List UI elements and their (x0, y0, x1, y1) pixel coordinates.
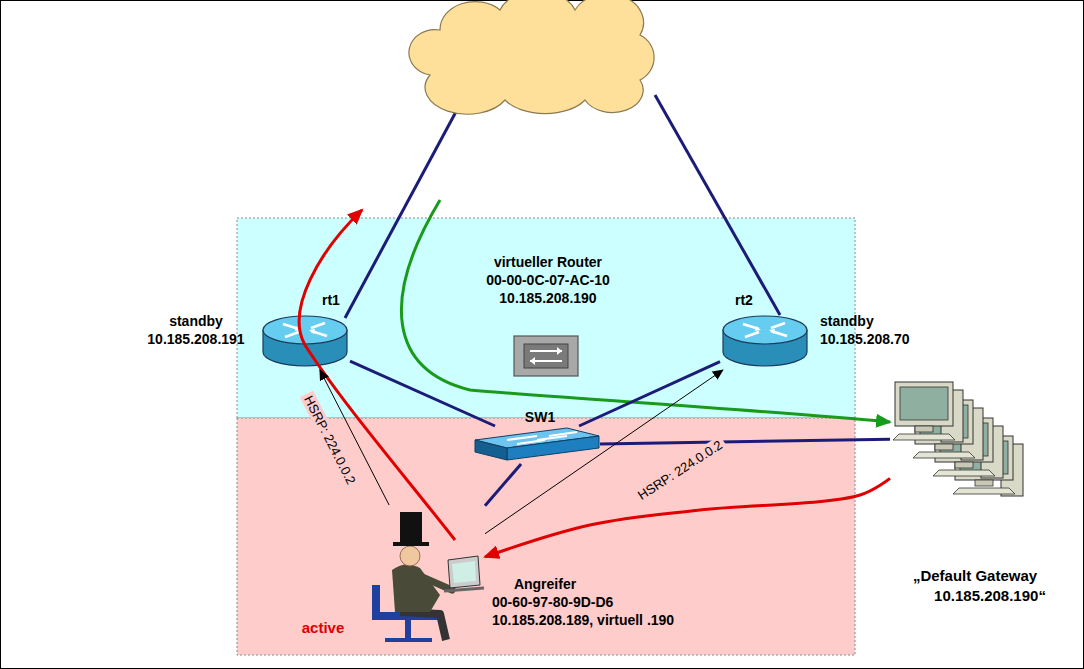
node-text: 00-60-97-80-9D-D6 (492, 594, 613, 610)
attacker-figure-part (400, 612, 446, 640)
client-pc-symbols (893, 382, 1023, 496)
connector (485, 370, 723, 534)
attacker-node: activeAngreifer00-60-97-80-9D-D610.185.2… (365, 505, 485, 645)
virtual-router-symbol-part (530, 347, 562, 365)
attacker-figure-part (444, 588, 484, 591)
attacker-figure-part (393, 542, 429, 546)
switch-symbol-part-part (517, 440, 545, 444)
uplink-wires-part (655, 95, 780, 315)
connector (485, 464, 521, 506)
attacker-figure-part (385, 638, 432, 642)
node-text: 00-00-0C-07-AC-10 (486, 272, 610, 288)
virtual-router-symbol-part (524, 344, 568, 368)
virtual-router-symbol-part (514, 336, 578, 376)
router-symbol (263, 316, 347, 366)
virtual-router-symbol-part-part (530, 357, 535, 365)
virtual-router-symbol (514, 336, 578, 376)
connector (579, 362, 720, 426)
switch-symbol-part (507, 432, 577, 444)
node-text: standby (169, 313, 223, 329)
switch-symbol-part (507, 436, 599, 460)
switch-symbol (475, 428, 599, 460)
attacker-figure-part (392, 564, 440, 612)
virtual-router-symbol-part-part (557, 347, 562, 355)
node-text: active (302, 620, 345, 636)
attacker-figure-part (400, 546, 420, 566)
switch-node: SW1 (475, 426, 600, 464)
node-text: standby (820, 313, 874, 329)
attacker-figure-part (452, 561, 476, 583)
node-text: SW1 (525, 409, 555, 425)
cloud-symbol (409, 0, 654, 114)
node-text: 10.185.208.190 (499, 290, 596, 306)
switch-symbol-part (475, 440, 507, 460)
switch-symbol-part-part (537, 436, 567, 440)
client-node: „Default Gateway10.185.208.190“ (890, 378, 1035, 498)
connector (485, 478, 890, 557)
attacker-figure-part (405, 620, 411, 638)
node-text: virtueller Router (494, 254, 602, 270)
uplink-wires (345, 95, 780, 318)
attacker-figure-part (448, 556, 480, 588)
router-symbol (723, 316, 807, 366)
node-text: 10.185.208.189, virtuell .190 (492, 612, 674, 628)
virtual-router-node: virtueller Router00-00-0C-07-AC-1010.185… (510, 334, 582, 378)
switch-symbol-part-part (507, 436, 537, 440)
node-text: rt2 (735, 292, 753, 308)
node-text: 10.185.208.70 (820, 331, 910, 347)
node-text: 10.185.208.191 (147, 331, 244, 347)
node-text: „Default Gateway (913, 567, 1037, 585)
client-pc-symbols-part (893, 382, 963, 442)
node-text: Angreifer (514, 576, 576, 592)
router-node: rt1standby10.185.208.191 (260, 312, 350, 370)
attacker-figure-part (420, 576, 452, 590)
node-text: rt1 (322, 292, 340, 308)
router-node: rt2standby10.185.208.70 (720, 312, 810, 370)
node-text: 10.185.208.190“ (934, 587, 1046, 605)
attacker-figure (372, 512, 484, 640)
traffic-path (401, 200, 890, 422)
connector (350, 361, 495, 426)
switch-symbol-part-part (549, 432, 577, 436)
connector (600, 439, 890, 444)
attacker-figure-part (400, 512, 422, 544)
